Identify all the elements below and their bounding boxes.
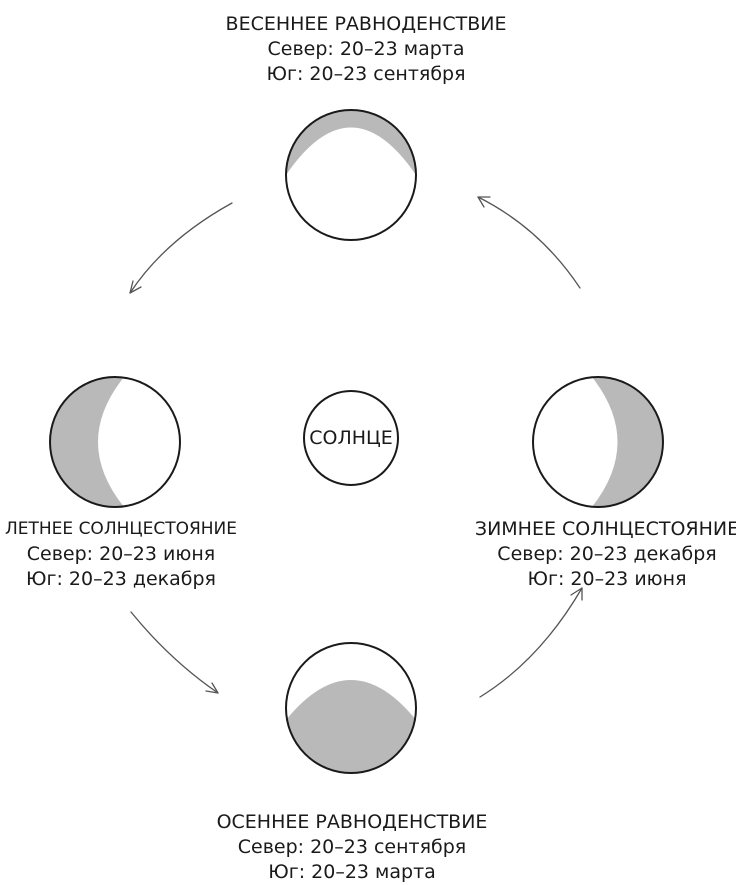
spring-title: ВЕСЕННЕЕ РАВНОДЕНСТВИЕ — [225, 13, 507, 35]
autumn-shade — [286, 680, 416, 773]
spring-north-dates: Север: 20–23 марта — [267, 38, 465, 60]
spring-shade — [286, 110, 416, 175]
arrow-spring-to-summer — [129, 202, 233, 294]
winter-north-dates: Север: 20–23 декабря — [497, 543, 717, 565]
summer-solstice-label: ЛЕТНЕЕ СОЛНЦЕСТОЯНИЕ Север: 20–23 июня Ю… — [5, 517, 237, 592]
winter-solstice-globe — [532, 376, 664, 508]
spring-south-dates: Юг: 20–23 сентября — [266, 63, 466, 85]
winter-title: ЗИМНЕЕ СОЛНЦЕСТОЯНИЕ — [474, 518, 736, 540]
sun-label: СОЛНЦЕ — [309, 427, 393, 449]
spring-equinox-label: ВЕСЕННЕЕ РАВНОДЕНСТВИЕ Север: 20–23 март… — [226, 12, 507, 87]
winter-south-dates: Юг: 20–23 июня — [527, 568, 687, 590]
autumn-south-dates: Юг: 20–23 марта — [268, 861, 436, 883]
winter-shade — [592, 377, 663, 507]
arrow-winter-to-spring — [477, 196, 581, 289]
arrow-summer-to-autumn — [130, 611, 219, 694]
summer-north-dates: Север: 20–23 июня — [26, 543, 216, 565]
autumn-equinox-label: ОСЕННЕЕ РАВНОДЕНСТВИЕ Север: 20–23 сентя… — [217, 810, 488, 885]
autumn-title: ОСЕННЕЕ РАВНОДЕНСТВИЕ — [216, 811, 488, 833]
spring-equinox-globe — [285, 109, 417, 241]
summer-title: ЛЕТНЕЕ СОЛНЦЕСТОЯНИЕ — [4, 519, 238, 539]
summer-solstice-globe — [49, 376, 181, 508]
arrow-autumn-to-winter — [479, 587, 583, 698]
winter-solstice-label: ЗИМНЕЕ СОЛНЦЕСТОЯНИЕ Север: 20–23 декабр… — [475, 517, 736, 592]
summer-shade — [50, 377, 124, 507]
sun-circle — [303, 390, 399, 486]
summer-south-dates: Юг: 20–23 декабря — [26, 568, 216, 590]
autumn-equinox-globe — [285, 642, 417, 774]
autumn-north-dates: Север: 20–23 сентября — [237, 836, 467, 858]
